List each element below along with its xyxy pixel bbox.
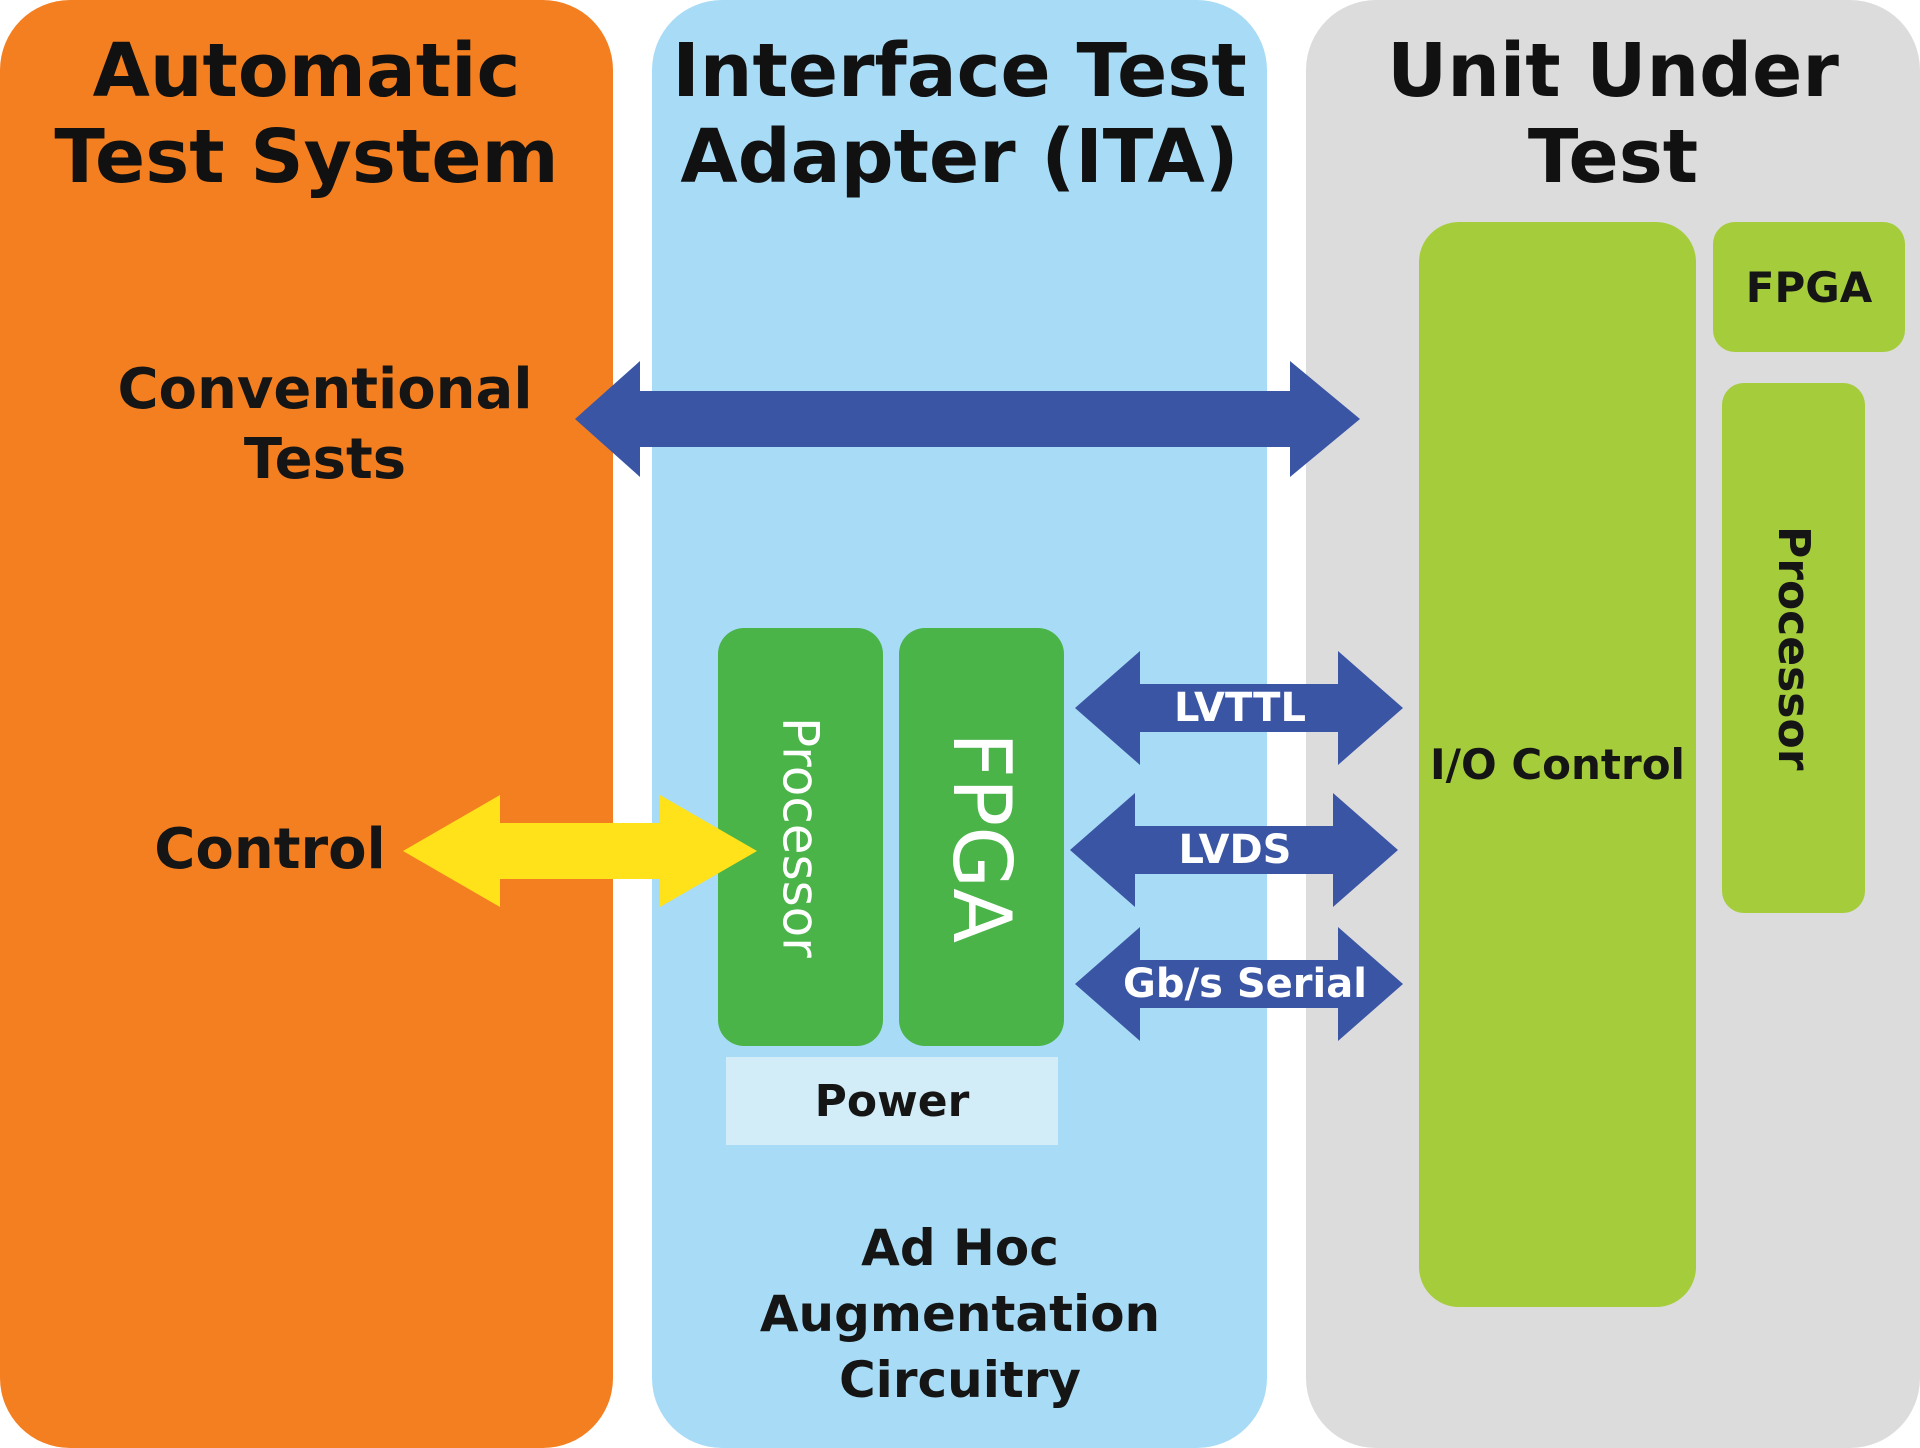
conventional-tests-label: Conventional Tests	[90, 355, 560, 495]
lvttl-label: LVTTL	[1174, 685, 1306, 731]
uut-fpga-box: FPGA	[1713, 222, 1905, 352]
ita-caption-line2: Augmentation	[759, 1285, 1161, 1343]
uut-heading-line2: Test	[1527, 114, 1699, 200]
serial-label: Gb/s Serial	[1123, 961, 1367, 1007]
control-arrow	[403, 795, 757, 907]
ita-fpga-box: FPGA	[899, 628, 1064, 1046]
conventional-tests-line1: Conventional	[117, 357, 533, 422]
conventional-tests-arrow	[575, 361, 1360, 477]
uut-fpga-label: FPGA	[1745, 262, 1873, 312]
ita-heading-line1: Interface Test	[672, 28, 1247, 114]
ats-heading-line2: Test System	[54, 114, 559, 200]
ita-processor-box: Processor	[718, 628, 883, 1046]
uut-heading-line1: Unit Under	[1387, 28, 1839, 114]
uut-processor-label: Processor	[1768, 525, 1819, 771]
control-label: Control	[154, 817, 386, 882]
ats-heading-line1: Automatic	[92, 28, 521, 114]
ita-caption-line1: Ad Hoc	[861, 1219, 1059, 1277]
lvds-label: LVDS	[1178, 827, 1292, 873]
uut-processor-box: Processor	[1722, 383, 1865, 913]
uut-heading: Unit Under Test	[1306, 28, 1920, 200]
ita-heading-line2: Adapter (ITA)	[680, 114, 1239, 200]
uut-io-control-box: I/O Control	[1419, 222, 1696, 1307]
ita-power-label: Power	[814, 1075, 970, 1127]
uut-io-control-label: I/O Control	[1430, 740, 1685, 789]
ats-column	[0, 0, 613, 1448]
ita-caption-line3: Circuitry	[838, 1351, 1082, 1409]
serial-arrow	[1075, 927, 1403, 1041]
lvttl-arrow	[1075, 651, 1403, 765]
ats-heading: Automatic Test System	[0, 28, 613, 200]
conventional-tests-line2: Tests	[243, 427, 407, 492]
lvds-arrow	[1070, 793, 1398, 907]
ita-fpga-label: FPGA	[935, 731, 1028, 943]
ita-caption: Ad Hoc Augmentation Circuitry	[700, 1215, 1220, 1413]
ita-processor-label: Processor	[771, 716, 830, 958]
ita-power-box: Power	[726, 1057, 1058, 1145]
ita-heading: Interface Test Adapter (ITA)	[652, 28, 1267, 200]
